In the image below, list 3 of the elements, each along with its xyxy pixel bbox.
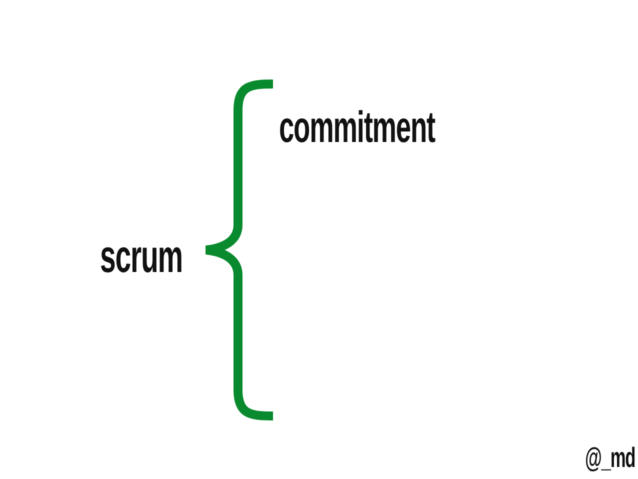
- author-handle: @_md: [585, 444, 636, 472]
- brace-item-text: commitment: [279, 106, 435, 150]
- brace-topic-text: scrum: [100, 233, 182, 279]
